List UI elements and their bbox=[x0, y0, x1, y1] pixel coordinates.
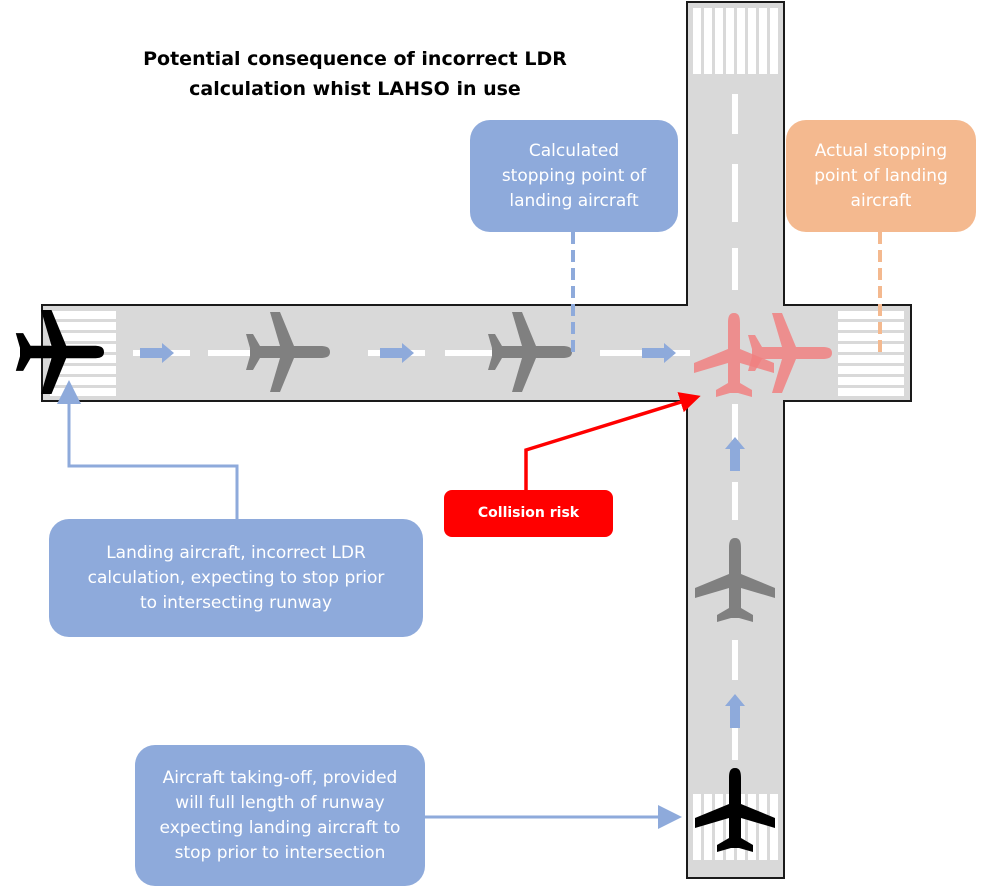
callout-line: landing aircraft bbox=[509, 190, 639, 211]
runway-marking bbox=[50, 377, 116, 385]
runway-marking bbox=[704, 794, 712, 860]
collision-connector bbox=[524, 392, 701, 492]
runway-marking bbox=[732, 404, 738, 440]
direction-arrow-icon bbox=[725, 437, 745, 471]
collision-risk-label: Collision risk bbox=[444, 490, 613, 537]
callout-line: calculation, expecting to stop prior bbox=[87, 567, 385, 588]
runway-marking bbox=[838, 355, 904, 363]
runway-marking bbox=[748, 8, 756, 74]
landing-aircraft-connector bbox=[57, 380, 239, 520]
callout-line: to intersecting runway bbox=[139, 592, 333, 613]
runway-marking bbox=[704, 8, 712, 74]
centerline-vertical bbox=[732, 94, 738, 760]
runway-marking bbox=[770, 8, 778, 74]
calculated-stop-callout: Calculated stopping point of landing air… bbox=[470, 120, 678, 232]
callout-line: Aircraft taking-off, provided bbox=[162, 767, 398, 788]
collision-risk-text: Collision risk bbox=[477, 505, 580, 521]
runway-marking bbox=[759, 8, 767, 74]
runway-marking bbox=[732, 164, 738, 222]
runway-marking bbox=[732, 482, 738, 520]
runway-marking bbox=[50, 388, 116, 396]
takeoff-aircraft-callout: Aircraft taking-off, provided will full … bbox=[135, 745, 425, 886]
runway-marking bbox=[838, 388, 904, 396]
runway-marking bbox=[838, 366, 904, 374]
runway-marking bbox=[838, 311, 904, 319]
callout-line: Landing aircraft, incorrect LDR bbox=[106, 542, 366, 563]
runway-marking bbox=[50, 333, 116, 341]
direction-arrow-icon bbox=[642, 343, 676, 363]
runway-marking bbox=[748, 794, 756, 860]
diagram-title: Potential consequence of incorrect LDR c… bbox=[100, 44, 610, 104]
callout-line: point of landing bbox=[814, 165, 948, 186]
runway-marking bbox=[732, 248, 738, 290]
title-line: calculation whist LAHSO in use bbox=[189, 78, 521, 100]
callout-line: expecting landing aircraft to bbox=[159, 817, 401, 838]
runway-marking bbox=[732, 94, 738, 134]
direction-arrow-icon bbox=[725, 694, 745, 728]
runway-marking bbox=[50, 311, 116, 319]
runway-marking bbox=[715, 794, 723, 860]
callout-line: Calculated bbox=[528, 140, 620, 161]
callout-line: aircraft bbox=[850, 190, 912, 211]
direction-arrow-icon bbox=[140, 343, 174, 363]
direction-arrow-icon bbox=[380, 343, 414, 363]
runway-marking bbox=[50, 355, 116, 363]
runway-marking bbox=[693, 8, 701, 74]
runway-marking bbox=[838, 377, 904, 385]
actual-stop-callout: Actual stopping point of landing aircraf… bbox=[786, 120, 976, 232]
runway-marking bbox=[50, 322, 116, 330]
runway-marking bbox=[838, 344, 904, 352]
runway-surface bbox=[41, 1, 912, 879]
runway-marking bbox=[732, 706, 738, 760]
threshold-markings-east bbox=[838, 311, 904, 396]
callout-line: stopping point of bbox=[501, 165, 647, 186]
callout-line: Actual stopping bbox=[814, 140, 948, 161]
runway-marking bbox=[759, 794, 767, 860]
runway-marking bbox=[732, 640, 738, 680]
callout-line: will full length of runway bbox=[175, 792, 385, 813]
runway-marking bbox=[50, 366, 116, 374]
title-line: Potential consequence of incorrect LDR bbox=[143, 48, 567, 70]
runway-marking bbox=[838, 333, 904, 341]
runway-marking bbox=[838, 322, 904, 330]
threshold-markings-north bbox=[693, 8, 778, 74]
runway-marking bbox=[715, 8, 723, 74]
runway-marking bbox=[726, 8, 734, 74]
runway-marking bbox=[737, 8, 745, 74]
landing-aircraft-callout: Landing aircraft, incorrect LDR calculat… bbox=[49, 519, 423, 637]
callout-line: stop prior to intersection bbox=[174, 842, 386, 863]
